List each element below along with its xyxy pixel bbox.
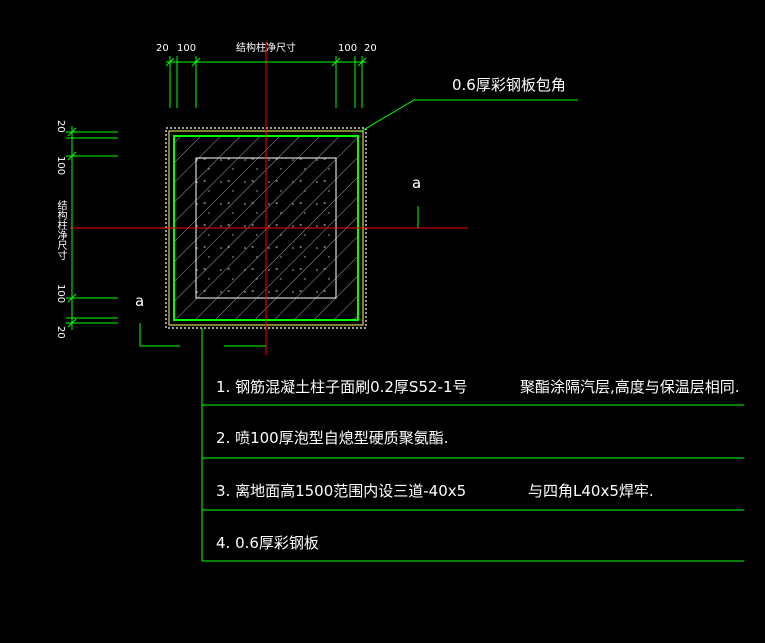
section-mark-left: a [135,292,145,310]
section-marker-lines [139,206,419,347]
section-mark-right: a [412,174,422,192]
note-4-text: 4. 0.6厚彩钢板 [216,534,319,552]
top-dim-net-size: 结构柱净尺寸 [236,43,296,54]
top-dim-20-left: 20 [156,43,169,54]
left-dim-20-bottom: 20 [55,326,66,339]
callout-leader [359,99,578,133]
top-dimension-lines [165,56,367,108]
note-3-text: 3. 离地面高1500范围内设三道-40x5 [216,482,467,500]
note-1-text: 1. 钢筋混凝土柱子面刷0.2厚S52-1号 [216,378,468,396]
left-dim-20-top: 20 [55,120,66,133]
top-dim-100-left: 100 [177,43,197,54]
callout-text: 0.6厚彩钢板包角 [452,76,566,94]
notes-table [201,328,744,562]
note-1-extra: 聚酯涂隔汽层,高度与保温层相同. [520,378,740,396]
left-dim-net-size: 结构柱净尺寸 [55,200,66,260]
top-dim-100-right: 100 [338,43,358,54]
left-dim-100-bottom: 100 [55,284,66,304]
note-2-text: 2. 喷100厚泡型自熄型硬质聚氨酯. [216,429,449,447]
top-dim-20-right: 20 [364,43,377,54]
left-dimension-lines [66,126,118,330]
note-3-extra: 与四角L40x5焊牢. [528,482,654,500]
left-dim-100-top: 100 [55,156,66,176]
